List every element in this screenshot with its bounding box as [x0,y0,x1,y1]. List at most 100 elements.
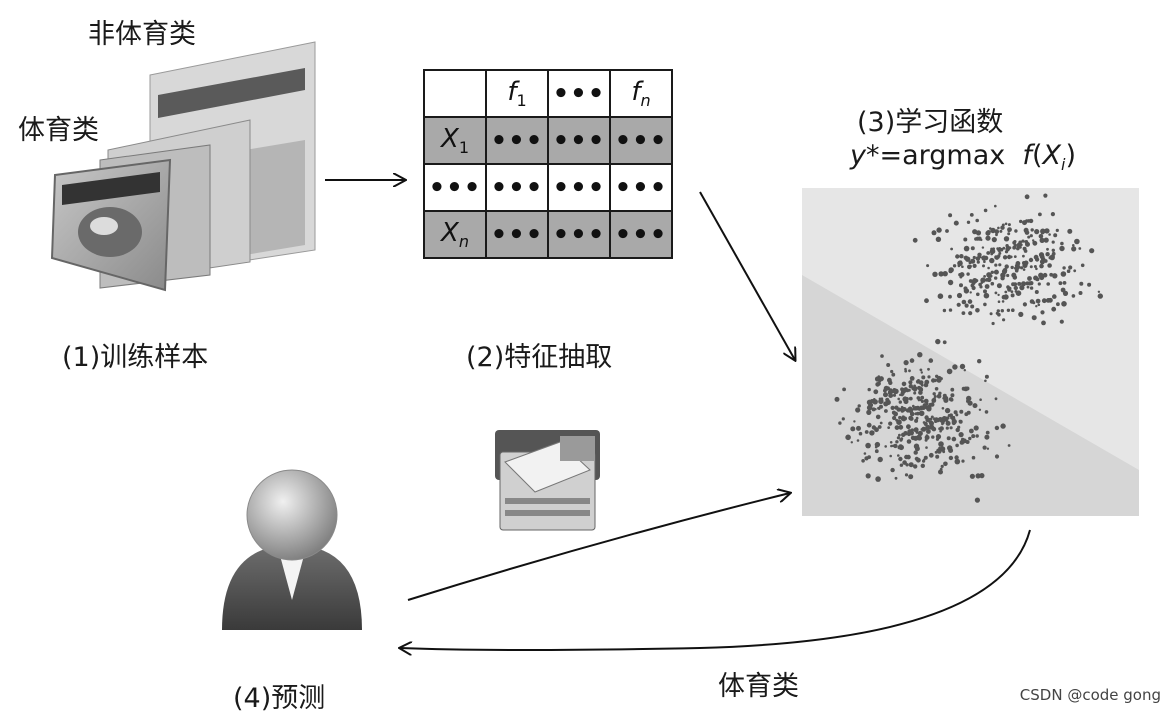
scatter-point [948,308,953,312]
scatter-point [1035,277,1040,282]
scatter-point [994,204,997,208]
arrow-predict-to-function [407,493,790,601]
scatter-point [1013,285,1018,291]
scatter-point [927,367,930,371]
scatter-point [1079,281,1084,286]
table-cell: ••• [547,116,611,165]
scatter-point [1051,248,1056,252]
row-label-x1: X1 [423,116,487,165]
scatter-point [1017,281,1022,286]
person-icon [222,469,362,630]
scatter-point [861,459,865,463]
scatter-point [898,415,902,420]
scatter-point [1045,252,1050,257]
scatter-point [994,454,1000,459]
scatter-point [957,425,961,429]
scatter-point [989,257,995,264]
scatter-point [908,380,913,385]
scatter-point [901,381,907,387]
scatter-point [932,271,938,277]
scatter-point [979,398,982,402]
scatter-point [929,420,934,426]
scatter-point [873,389,879,395]
scatter-point [871,407,876,412]
scatter-point [920,428,924,431]
scatter-point [958,432,964,438]
scatter-point [945,426,949,430]
scatter-point [887,426,891,429]
scatter-point [857,404,861,408]
scatter-point [1005,244,1009,248]
scatter-point [906,424,911,430]
scatter-point [913,391,917,395]
scatter-point [989,227,992,230]
scatter-point [920,395,925,400]
scatter-point [898,456,903,462]
scatter-point [896,419,902,426]
scatter-point [1022,246,1027,251]
scatter-point [1001,294,1007,300]
scatter-point [963,237,968,242]
scatter-point [1061,301,1067,307]
header-cell-f1: f1 [485,69,549,118]
scatter-point [917,352,923,358]
scatter-point [928,358,934,363]
scatter-point [1024,194,1030,200]
scatter-point [914,412,918,416]
scatter-point [897,445,902,450]
scatter-point [970,304,975,309]
scatter-point [923,421,928,426]
scatter-point [991,321,995,326]
scatter-point [923,398,929,404]
scatter-point [1080,263,1085,268]
scatter-point [1010,265,1014,270]
scatter-point [993,269,999,275]
scatter-point [964,303,969,308]
watermark: CSDN @code gong [1019,686,1161,704]
scatter-point [942,340,947,345]
scatter-point [909,358,915,363]
scatter-point [1019,219,1023,224]
feature-matrix-table: f1 ••• fn X1 ••• ••• ••• ••• ••• ••• •••… [423,69,673,259]
scatter-point [948,455,954,461]
scatter-point [943,397,949,403]
scatter-point [1045,298,1051,303]
scatter-point [1015,261,1021,266]
scatter-point [967,400,973,406]
table-cell: ••• [609,163,673,212]
scatter-point [867,387,871,392]
scatter-point [855,407,861,413]
scatter-point [990,252,994,256]
scatter-point [1006,273,1010,278]
scatter-point [985,430,990,435]
scatter-point [1007,444,1011,447]
scatter-point [974,237,978,241]
scatter-point [1058,281,1063,286]
scatter-point [942,308,947,313]
scatter-point [889,441,893,444]
scatter-point [1039,263,1044,269]
scatter-point [858,431,863,436]
scatter-point [908,396,913,401]
scatter-point [972,278,978,284]
scatter-point [939,377,943,381]
scatter-point [997,293,1000,297]
scatter-point [976,292,980,297]
scatter-point [946,368,953,375]
scatter-point [972,255,976,260]
scatter-point [901,417,906,422]
scatter-point [1029,286,1034,290]
scatter-point [988,274,993,278]
scatter-point [1027,281,1032,286]
scatter-point [955,427,960,433]
scatter-point [975,434,979,438]
scatter-point [912,404,915,408]
scatter-point [941,416,947,421]
scatter-point [1034,229,1040,235]
scatter-point [1021,239,1025,243]
scatter-point [967,299,973,304]
scatter-point [1022,268,1026,271]
table-cell: ••• [547,163,611,212]
row-label-ellipsis: ••• [423,163,487,212]
scatter-point [1037,282,1041,286]
